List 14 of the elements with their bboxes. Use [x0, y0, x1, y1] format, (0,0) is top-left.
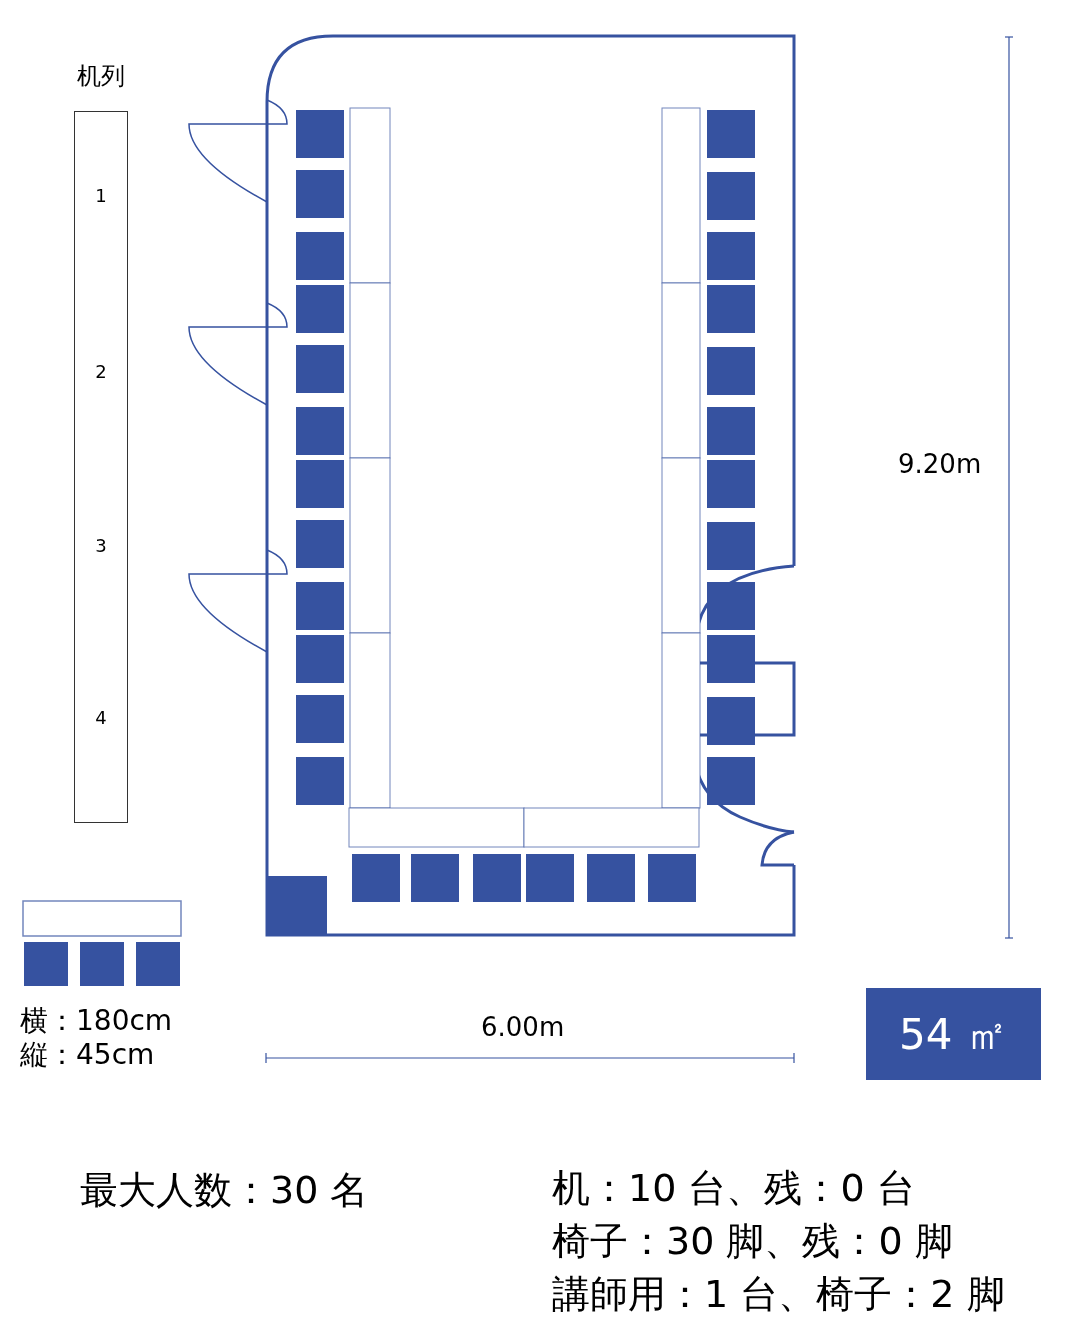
row-number: 1 — [94, 184, 108, 208]
size-note: 縦：45cm — [20, 1038, 155, 1072]
dimension-label: 6.00m — [481, 1011, 565, 1044]
column-heading: 机列 — [77, 61, 125, 92]
row-number: 2 — [94, 360, 108, 384]
row-number: 4 — [94, 706, 108, 730]
row-number: 3 — [94, 534, 108, 558]
size-note: 横：180cm — [20, 1004, 173, 1038]
summary-text: 講師用：1 台、椅子：2 脚 — [552, 1271, 1005, 1318]
summary-text: 最大人数：30 名 — [80, 1167, 369, 1214]
summary-text: 椅子：30 脚、残：0 脚 — [552, 1218, 953, 1265]
dimension-label: 9.20m — [898, 448, 982, 481]
summary-text: 机：10 台、残：0 台 — [552, 1165, 915, 1212]
area-box: 54 ㎡ — [866, 988, 1041, 1080]
